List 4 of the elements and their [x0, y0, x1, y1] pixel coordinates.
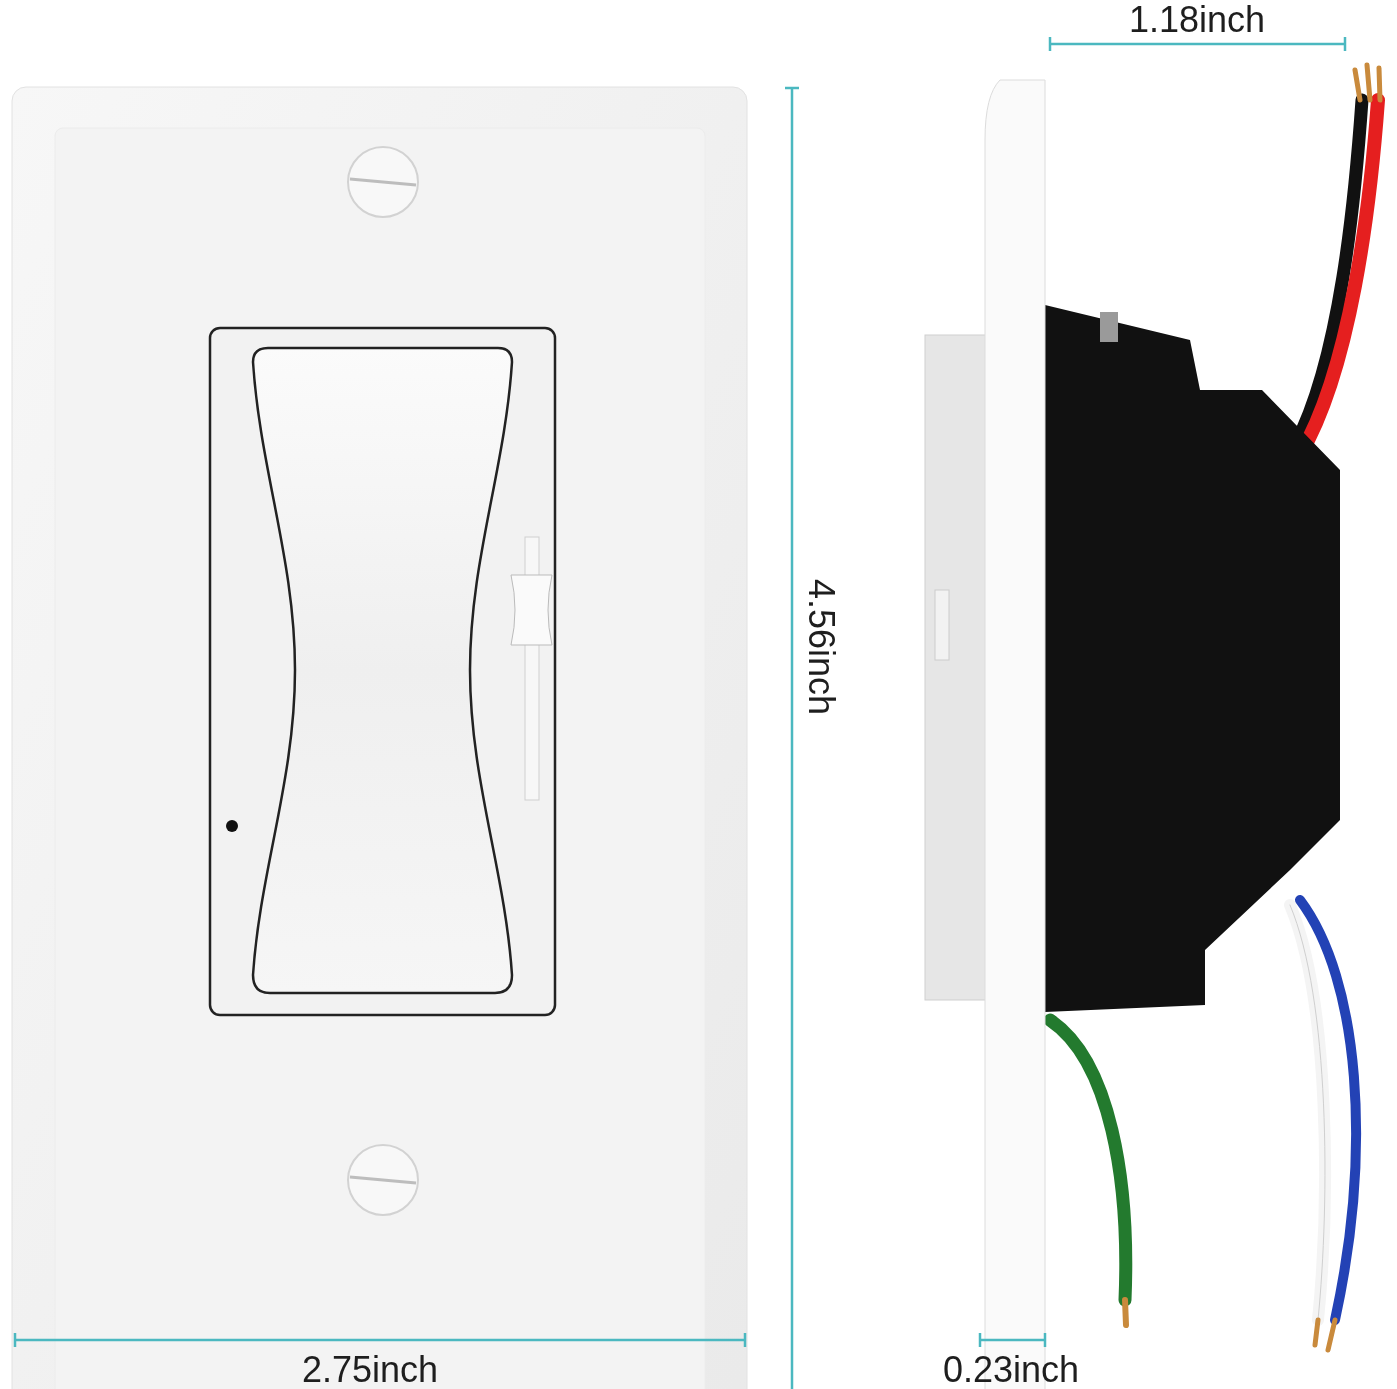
dimension-label: 4.56inch: [803, 578, 839, 716]
dimension-label: 0.23inch: [942, 1352, 1080, 1388]
dimension-label: 1.18inch: [1128, 2, 1266, 38]
dimension-label: 2.75inch: [301, 1352, 439, 1388]
